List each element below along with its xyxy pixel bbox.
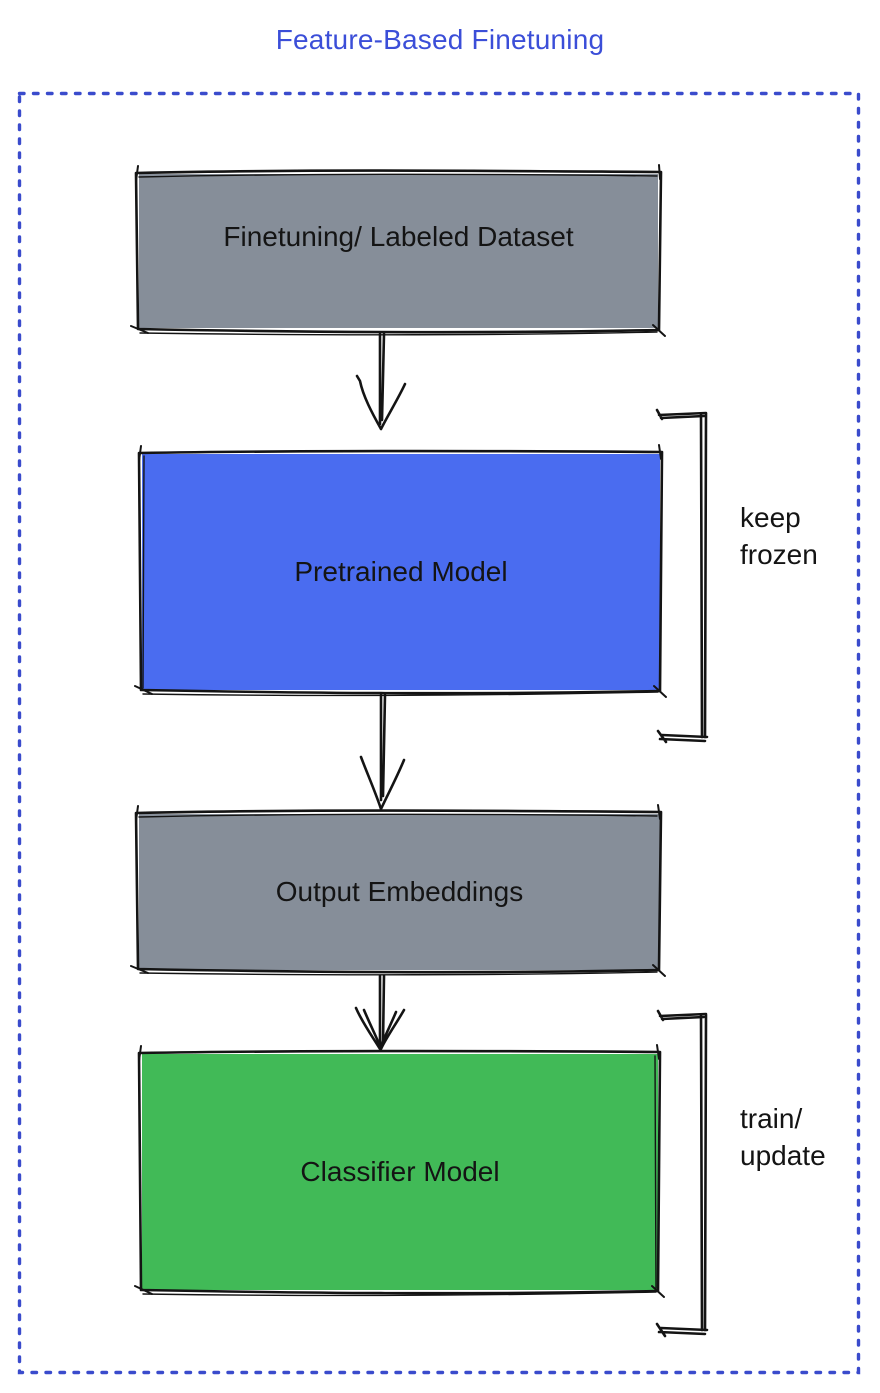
node-box-dataset [130,164,666,337]
arrow-dataset-to-pretrained [355,332,407,431]
bracket-top-cap [656,1009,708,1022]
arrow-embeddings-to-classifier [354,974,406,1051]
box-fill [139,814,660,970]
box-outline-sketch [138,173,658,336]
arrow-head [354,1006,406,1051]
node-box-pretrained [134,444,667,698]
node-box-embeddings [130,804,666,977]
box-fill [142,1054,658,1290]
corner-ticks [130,164,666,337]
bracket-vertical [699,412,708,739]
bracket-keep-frozen [655,408,709,744]
bracket-vertical [699,1013,708,1332]
arrow-head [359,755,406,811]
corner-ticks [130,804,666,977]
diagram-title: Feature-Based Finetuning [275,24,605,55]
node-box-classifier [134,1044,665,1298]
bracket-bottom-cap [655,1322,709,1338]
dashed-frame [17,91,861,1375]
arrow-shaft [378,332,386,426]
arrow-shaft [379,693,387,802]
box-outline-sketch [138,813,658,976]
arrow-head [355,374,407,431]
arrow-shaft [378,974,386,1046]
bracket-top-cap [655,408,708,421]
corner-ticks [134,444,667,698]
corner-ticks [134,1044,665,1298]
bracket-bottom-cap [656,729,709,744]
arrow-pretrained-to-embeddings [359,693,406,811]
box-fill [139,174,658,328]
box-outline-sketch [142,1055,657,1297]
box-fill [142,454,660,690]
box-outline-sketch [142,455,659,697]
bracket-train-update [655,1009,709,1338]
